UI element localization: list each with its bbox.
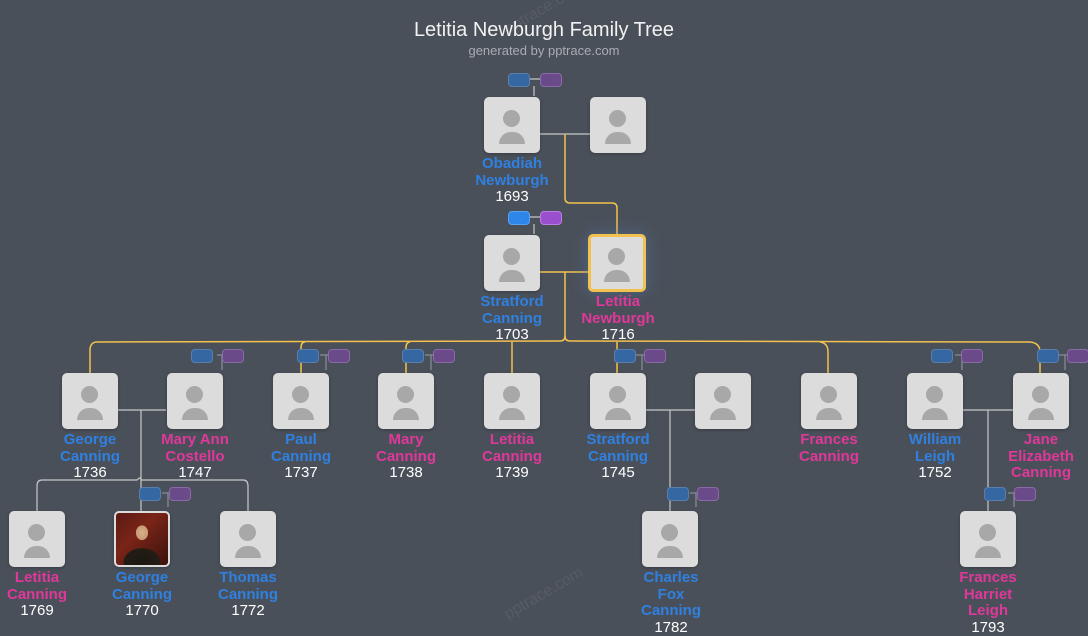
person-card-thomas-1772[interactable] [220, 511, 276, 567]
person-silhouette-icon [926, 386, 943, 403]
father-link-button[interactable] [191, 349, 213, 363]
father-link-button[interactable] [1037, 349, 1059, 363]
person-card-stratford-1745[interactable] [590, 373, 646, 429]
person-silhouette-icon [820, 386, 837, 403]
page-subtitle: generated by pptrace.com [468, 43, 620, 58]
mother-link-button[interactable] [328, 349, 350, 363]
mother-link-button[interactable] [644, 349, 666, 363]
person-silhouette-icon [1032, 386, 1049, 403]
person-card-letitia-newburgh-focus[interactable] [588, 234, 646, 292]
father-link-button[interactable] [667, 487, 689, 501]
birth-year: 1747 [178, 464, 212, 481]
mother-link-button[interactable] [433, 349, 455, 363]
person-card-letitia-1739[interactable] [484, 373, 540, 429]
birth-year: 1737 [284, 464, 318, 481]
father-link-button[interactable] [402, 349, 424, 363]
mother-link-button[interactable] [1014, 487, 1036, 501]
person-card-charles-1782[interactable] [642, 511, 698, 567]
person-silhouette-icon [186, 386, 203, 403]
page-title: Letitia Newburgh Family Tree [413, 19, 675, 41]
mother-link-button[interactable] [540, 73, 562, 87]
mother-link-button[interactable] [961, 349, 983, 363]
person-silhouette-icon [503, 110, 520, 127]
person-card-spouse[interactable] [695, 373, 751, 429]
person-card-george-1736[interactable] [62, 373, 118, 429]
birth-year: 1745 [601, 464, 635, 481]
birth-year: 1769 [20, 602, 54, 619]
person-card-spouse[interactable] [590, 97, 646, 153]
person-silhouette-icon [292, 386, 309, 403]
mother-link-button[interactable] [1067, 349, 1088, 363]
birth-year: 1736 [73, 464, 107, 481]
birth-year: 1716 [601, 326, 635, 343]
father-link-button[interactable] [297, 349, 319, 363]
birth-year: 1738 [389, 464, 423, 481]
mother-link-button[interactable] [222, 349, 244, 363]
person-card-paul-1737[interactable] [273, 373, 329, 429]
person-silhouette-icon [81, 386, 98, 403]
person-silhouette-icon [28, 524, 45, 541]
person-silhouette-icon [609, 386, 626, 403]
birth-year: 1703 [495, 326, 529, 343]
birth-year: 1752 [918, 464, 952, 481]
person-silhouette-icon [714, 386, 731, 403]
birth-year: 1782 [654, 618, 688, 636]
portrait-photo [116, 513, 168, 565]
person-card-mary-1738[interactable] [378, 373, 434, 429]
person-card-frances-canning[interactable] [801, 373, 857, 429]
person-silhouette-icon [661, 524, 678, 541]
birth-year: 1770 [125, 602, 159, 619]
mother-link-button[interactable] [697, 487, 719, 501]
father-link-button[interactable] [139, 487, 161, 501]
birth-year: 1772 [231, 602, 265, 619]
person-silhouette-icon [397, 386, 414, 403]
person-silhouette-icon [503, 386, 520, 403]
person-silhouette-icon [608, 248, 625, 265]
person-card-jane-elizabeth[interactable] [1013, 373, 1069, 429]
person-card-obadiah[interactable] [484, 97, 540, 153]
birth-year: 1739 [495, 464, 529, 481]
person-silhouette-icon [503, 248, 520, 265]
person-silhouette-icon [609, 110, 626, 127]
birth-year: 1693 [495, 188, 529, 205]
person-card-letitia-1769[interactable] [9, 511, 65, 567]
father-link-button[interactable] [508, 73, 530, 87]
mother-link-button[interactable] [540, 211, 562, 225]
birth-year: 1793 [971, 618, 1005, 636]
mother-link-button[interactable] [169, 487, 191, 501]
person-card-george-1770[interactable] [114, 511, 170, 567]
person-card-william-1752[interactable] [907, 373, 963, 429]
person-silhouette-icon [979, 524, 996, 541]
person-card-frances-1793[interactable] [960, 511, 1016, 567]
father-link-button[interactable] [984, 487, 1006, 501]
father-link-button[interactable] [614, 349, 636, 363]
father-link-button[interactable] [508, 211, 530, 225]
person-card-stratford-1703[interactable] [484, 235, 540, 291]
father-link-button[interactable] [931, 349, 953, 363]
person-card-maryann-1747[interactable] [167, 373, 223, 429]
person-silhouette-icon [239, 524, 256, 541]
